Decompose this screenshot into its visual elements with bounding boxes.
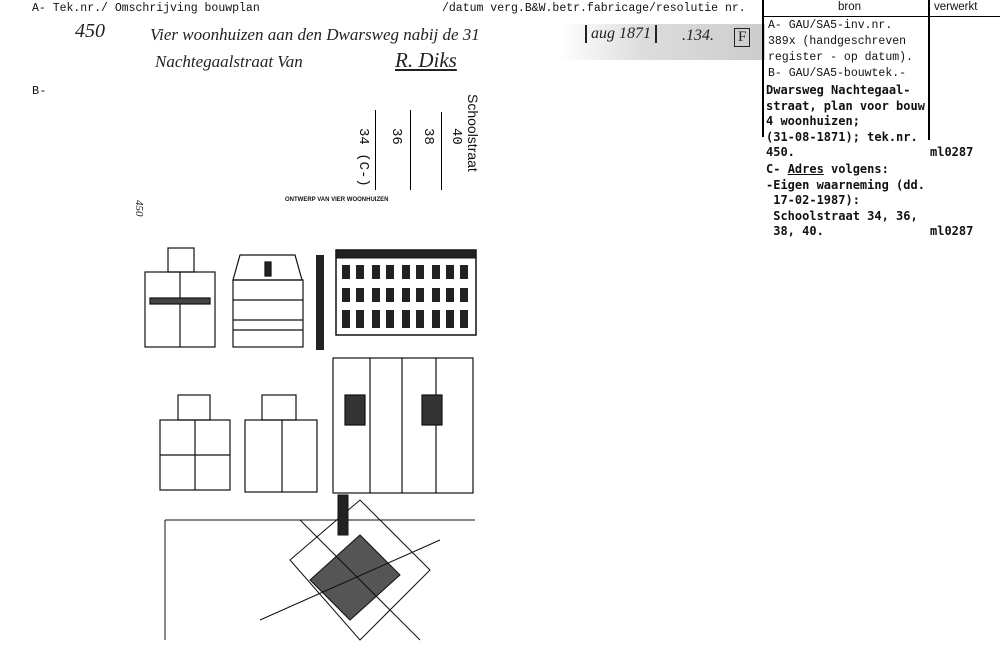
source-line: (31-08-1871); tek.nr. — [766, 129, 918, 144]
section-elevation — [232, 254, 304, 348]
handwritten-street: Nachtegaalstraat Van — [155, 52, 303, 71]
table-divider — [762, 0, 764, 137]
divider — [375, 110, 376, 190]
column-bron: bron — [838, 1, 862, 13]
source-b: Dwarsweg Nachtegaal-straat, plan voor bo… — [766, 83, 925, 161]
upper-floor-plans — [159, 357, 474, 494]
source-line: straat, plan voor bouw — [766, 98, 925, 113]
front-facade — [316, 249, 477, 350]
source-line: volgens: — [823, 162, 889, 176]
source-c: C- Adres volgens:-Eigen waarneming (dd. … — [766, 162, 925, 240]
source-a: A- GAU/SA5-inv.nr. 389x (handgeschreven re… — [768, 18, 913, 82]
header-left: A- Tek.nr./ Omschrijving bouwplan — [32, 2, 260, 15]
source-line: Schoolstraat 34, 36, — [766, 208, 918, 223]
handwritten-ref: .134. — [682, 27, 714, 44]
table-divider — [928, 0, 930, 140]
source-line: 450. — [766, 145, 795, 159]
source-prefix: C- — [766, 162, 788, 176]
floor-plan-ground — [144, 247, 216, 348]
divider — [441, 112, 442, 190]
table-header: bron verwerkt — [762, 0, 1000, 17]
source-adres: Adres — [787, 162, 824, 176]
handwritten-code: F — [734, 28, 751, 47]
source-line: A- GAU/SA5-inv.nr. — [768, 19, 893, 32]
source-line: Dwarsweg Nachtegaal- — [766, 83, 911, 97]
divider — [410, 110, 411, 190]
handwritten-architect: R. Diks — [395, 48, 457, 72]
drawing-title: ONTWERP VAN VIER WOONHUIZEN — [285, 197, 389, 203]
handwritten-description: Vier woonhuizen aan den Dwarsweg nabij d… — [150, 25, 480, 44]
verwerkt-b: ml0287 — [930, 145, 974, 159]
section-b-label: B- — [32, 84, 47, 98]
source-line: -Eigen waarneming (dd. — [766, 177, 925, 192]
source-line: 17-02-1987): — [766, 193, 860, 207]
source-line: 4 woonhuizen; — [766, 114, 860, 128]
source-line: 38, 40. — [766, 224, 824, 238]
source-line: B- GAU/SA5-bouwtek.- — [768, 67, 907, 80]
verwerkt-c: ml0287 — [930, 224, 974, 238]
source-line: 389x (handgeschreven — [768, 35, 907, 48]
column-verwerkt: verwerkt — [934, 1, 978, 13]
scan-shading — [560, 24, 765, 60]
handwritten-date: aug 1871 — [585, 25, 657, 43]
header-right: /datum verg.B&W.betr.fabricage/resolutie… — [442, 2, 746, 15]
handwritten-number: 450 — [75, 20, 105, 42]
site-plan — [164, 494, 475, 641]
source-line: register - op datum). — [768, 51, 913, 64]
